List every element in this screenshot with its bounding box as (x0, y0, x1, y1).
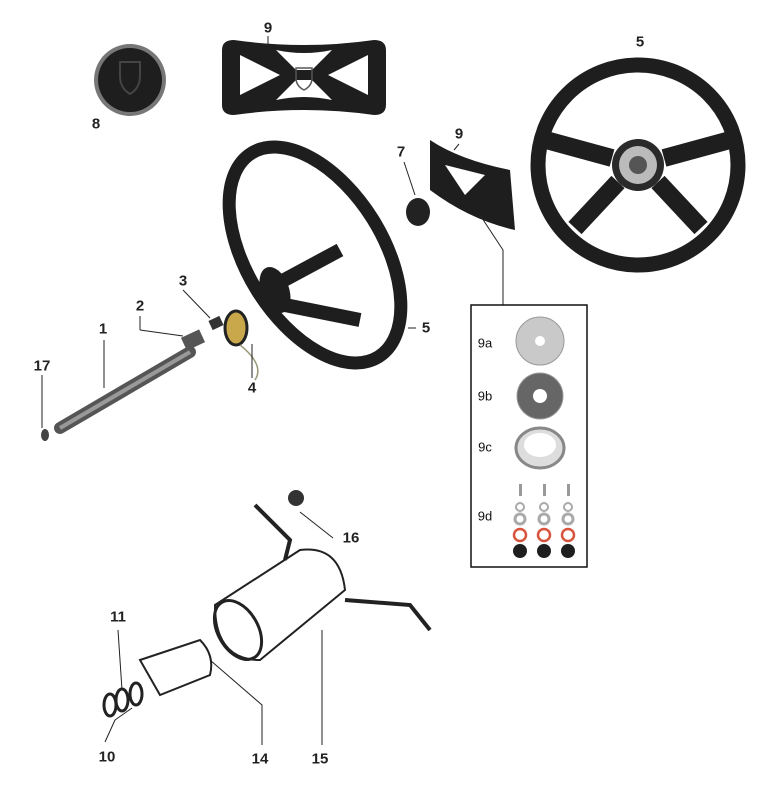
label-part-17: 17 (33, 357, 51, 375)
label-part-8: 8 (91, 115, 101, 133)
inset-label-9b: 9b (477, 388, 493, 404)
label-part-7: 7 (396, 143, 406, 161)
horn-pad-part (222, 40, 386, 115)
inset-label-9d: 9d (477, 508, 493, 524)
column-housing-part (212, 490, 432, 662)
label-part-4: 4 (247, 379, 257, 397)
inset-label-9a: 9a (477, 335, 493, 351)
label-part-15: 15 (311, 750, 329, 768)
label-part-16: 16 (342, 529, 360, 547)
inset-label-9c: 9c (478, 439, 492, 455)
steering-wheel-front-view (530, 57, 746, 273)
label-part-11: 11 (110, 608, 126, 626)
label-part-5-wheel-front: 5 (635, 33, 645, 51)
label-part-9-horn-pad: 9 (263, 19, 273, 37)
horn-button-part (94, 44, 166, 116)
label-part-2: 2 (135, 297, 145, 315)
horn-pad-side-part (406, 140, 515, 230)
label-part-5-wheel-angled: 5 (421, 319, 431, 337)
label-part-14: 14 (251, 750, 269, 768)
label-part-3: 3 (178, 272, 188, 290)
label-part-10: 10 (98, 748, 116, 766)
label-part-1: 1 (98, 320, 108, 338)
steering-wheel-angled (222, 140, 408, 370)
label-part-9-side: 9 (454, 125, 464, 143)
